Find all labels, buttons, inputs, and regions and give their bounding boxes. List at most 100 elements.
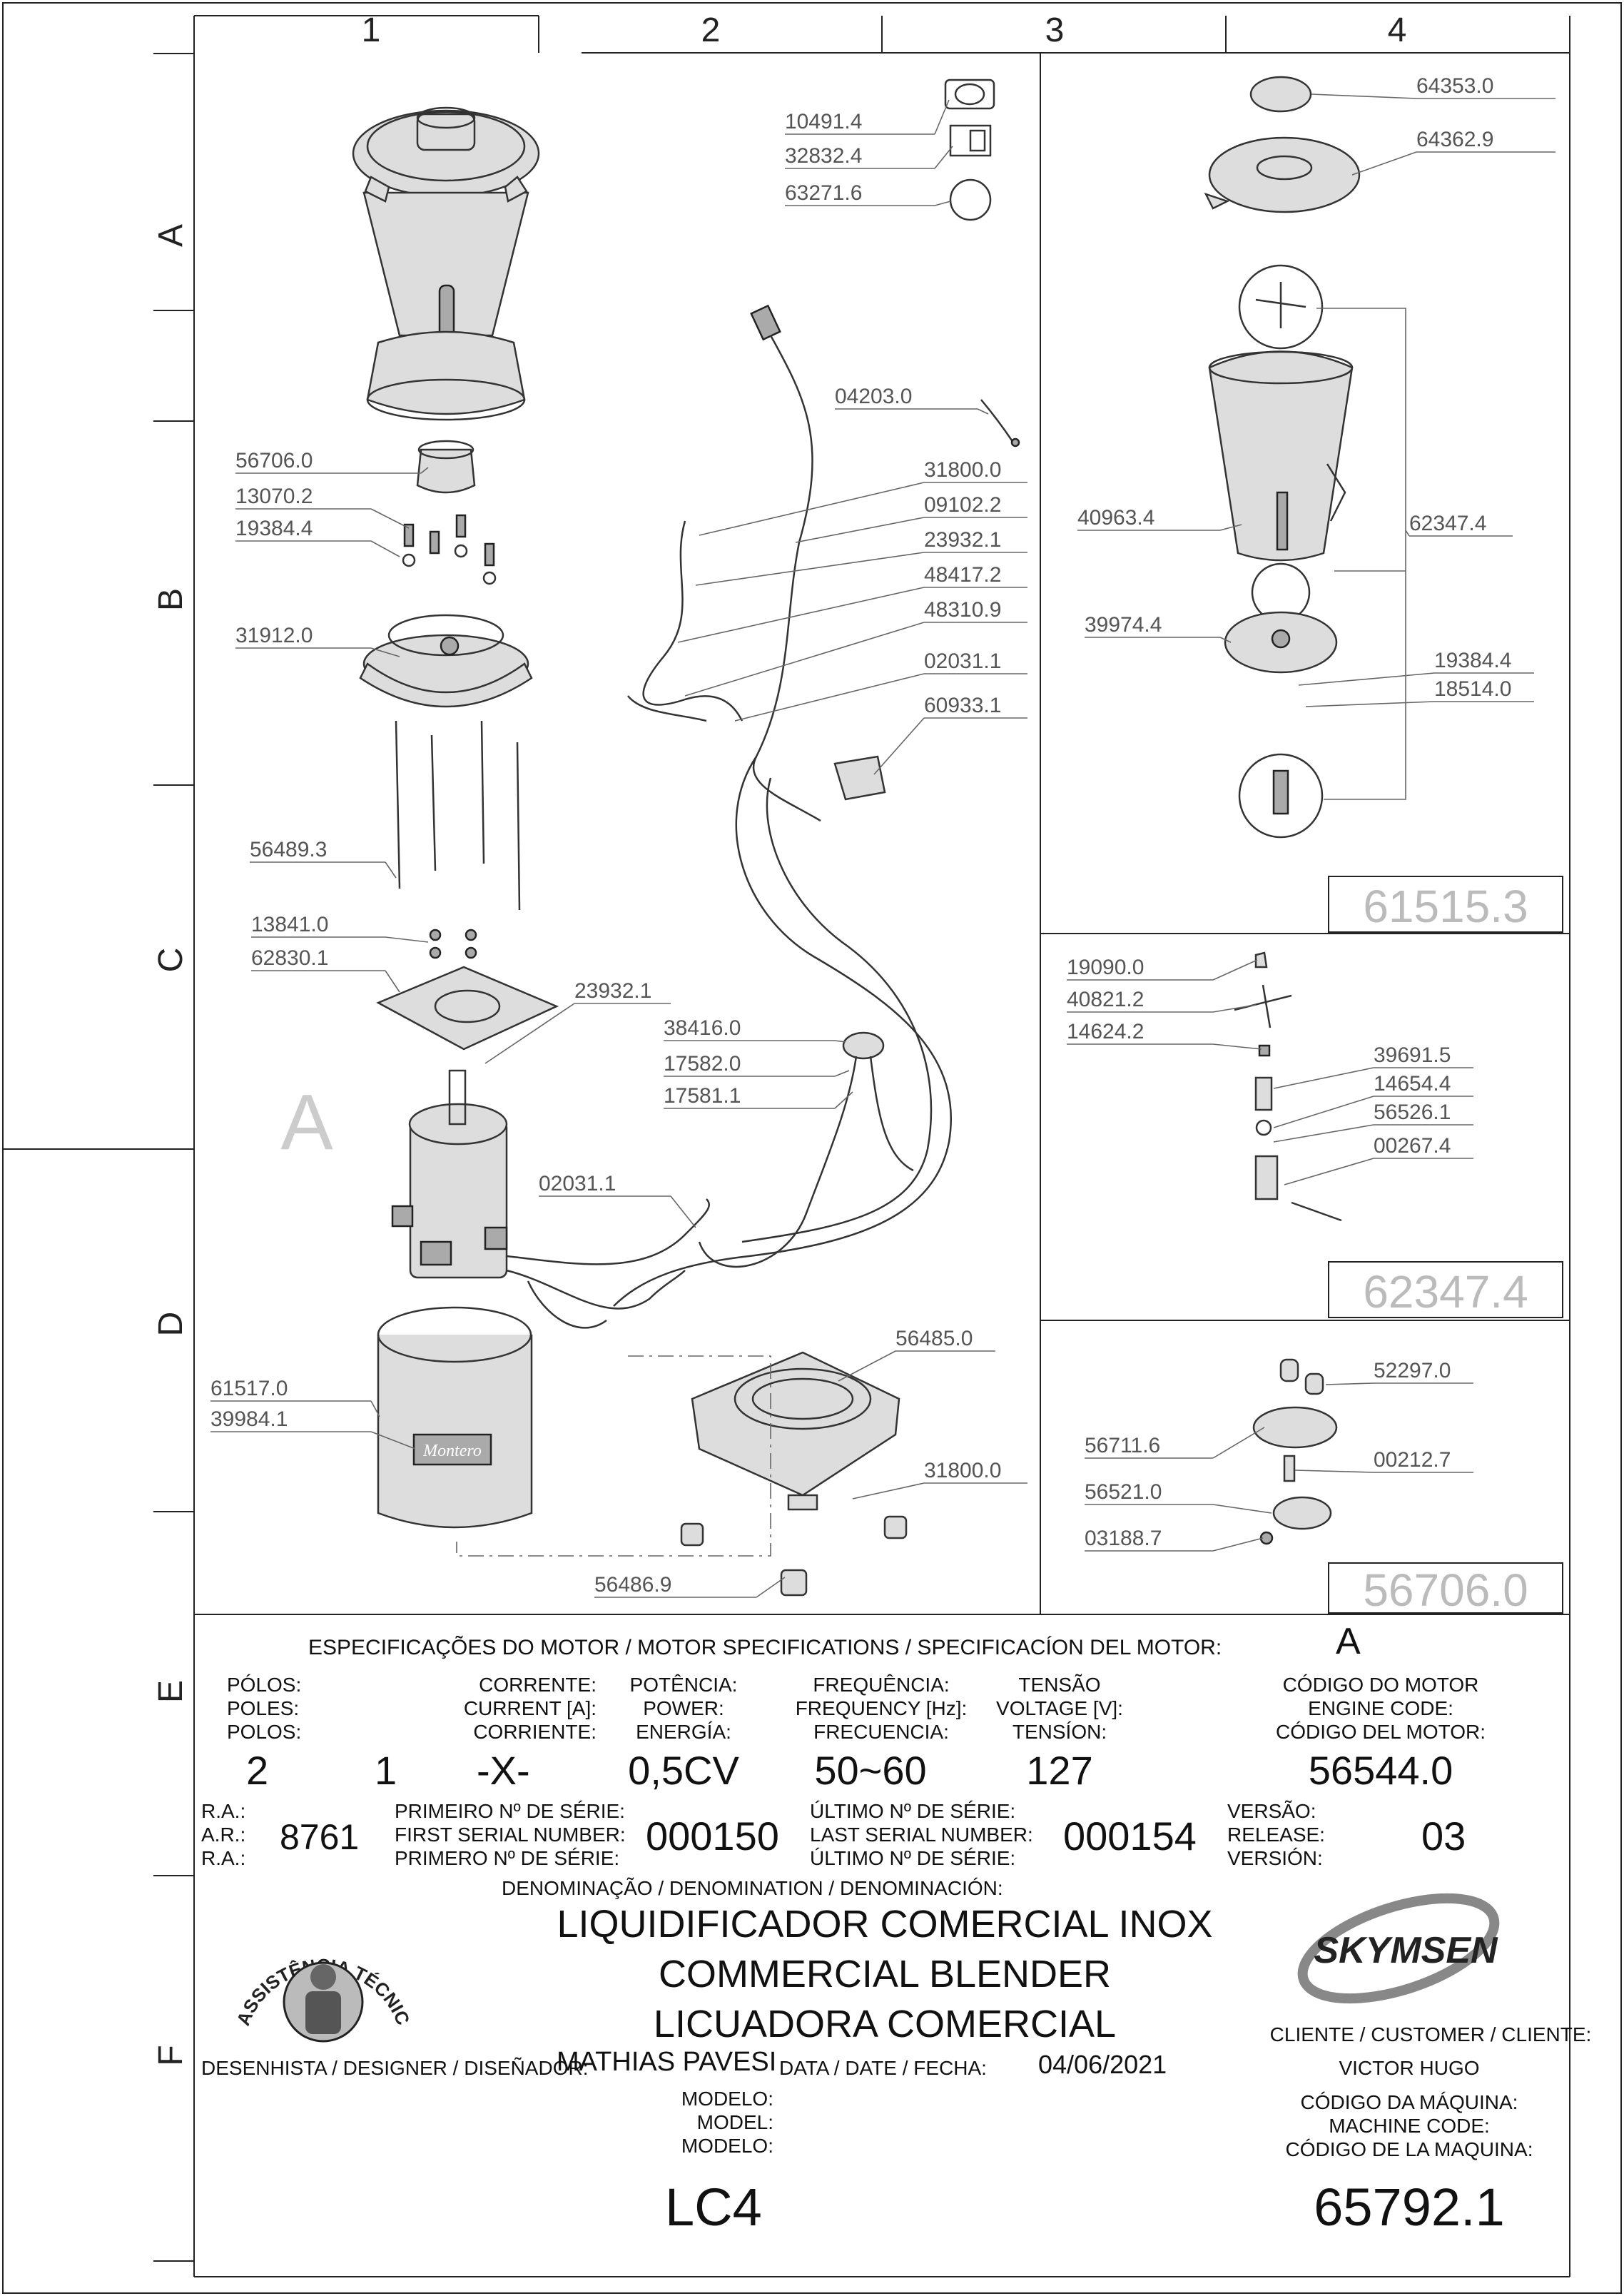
ra-label-3: R.A.: [201,1847,246,1869]
designer-name: MATHIAS PAVESI [557,2047,777,2077]
callout-leader-line [1298,672,1534,686]
callout-leader-line [484,1003,671,1064]
callout-leader-line [1284,1158,1473,1185]
date-value: 04/06/2021 [1038,2050,1167,2079]
part-callout-label: 39984.1 [210,1407,288,1431]
last-serial-value: 000154 [1063,1814,1197,1858]
voltage-label-pt: TENSÃO [1018,1674,1101,1696]
callout-leader-line [1085,637,1232,643]
part-callout-label: 17581.1 [664,1084,741,1108]
current-label-pt: CORRENTE: [479,1674,597,1696]
current-label-en: CURRENT [A]: [463,1697,597,1719]
ra-label-2: A.R.: [201,1824,246,1846]
callout-leader-line [1067,959,1258,981]
callout-leader-line [1294,1470,1473,1473]
part-callout-label: 32832.4 [785,144,862,168]
part-callout-label: 31800.0 [924,1459,1001,1482]
callout-leader-line [838,1350,995,1382]
column-label-2: 2 [701,11,721,49]
row-label-C: C [152,948,190,973]
frequency-label-pt: FREQUÊNCIA: [813,1674,950,1696]
callout-leader-line [695,552,1027,586]
motor-cover-illustration: Montero [377,1306,533,1529]
callout-leader-line [1273,1067,1473,1089]
part-callout-label: 23932.1 [574,979,651,1003]
column-label-1: 1 [362,11,381,49]
motor-wiring-illustration [506,1198,710,1329]
dash-dot-link [456,1355,771,1557]
frequency-label-es: FRECUENCIA: [813,1721,949,1743]
callout-leader-line [1085,1427,1265,1459]
poles-label-es: POLOS: [227,1721,302,1743]
part-callout-label: 56485.0 [895,1327,973,1350]
part-callout-label: 39691.5 [1374,1043,1451,1067]
callout-layer: 10491.432832.463271.604203.031800.009102… [210,74,1556,1598]
part-callout-label: 38416.0 [664,1016,741,1040]
callout-leader-line [664,1070,850,1077]
product-name-en: COMMERCIAL BLENDER [658,1953,1112,1996]
version-value: 03 [1421,1814,1466,1858]
mounting-plate-illustration [376,929,559,1051]
last-serial-label-pt: ÚLTIMO Nº DE SÉRIE: [810,1800,1016,1822]
callout-leader-line [873,717,1027,775]
callout-leader-line [235,540,400,557]
frequency-label-en: FREQUENCY [Hz]: [795,1697,968,1719]
subassembly-code-2: 62347.4 [1363,1266,1528,1318]
last-serial-label-en: LAST SERIAL NUMBER: [810,1824,1033,1846]
subassembly-code-3: 56706.0 [1363,1564,1528,1616]
part-callout-label: 18514.0 [1434,677,1511,701]
part-callout-label: 23932.1 [924,528,1001,552]
part-callout-label: 56521.0 [1085,1480,1162,1504]
part-callout-label: 62830.1 [251,946,328,970]
version-label-es: VERSIÓN: [1227,1847,1323,1869]
bracket-leader [1316,308,1406,800]
switch-illustration [698,1031,914,1268]
row-label-B: B [152,588,190,611]
date-label: DATA / DATE / FECHA: [779,2057,987,2079]
power-label-pt: POTÊNCIA: [629,1674,738,1696]
designer-label: DESENHISTA / DESIGNER / DISEÑADOR: [201,2057,589,2079]
motor-code-label-en: ENGINE CODE: [1308,1697,1453,1719]
part-callout-label: 10491.4 [785,110,862,133]
callout-leader-line [664,1040,846,1043]
version-label-en: RELEASE: [1227,1824,1325,1846]
callout-leader-line [1273,1124,1473,1143]
callout-leader-line [1305,701,1534,707]
column-label-4: 4 [1388,11,1407,49]
voltage-value: 127 [1026,1748,1093,1793]
poles-label-en: POLES: [227,1697,300,1719]
motor-code-label-pt: CÓDIGO DO MOTOR [1282,1674,1479,1696]
row-label-E: E [152,1680,190,1703]
brand-badge: Montero [422,1442,482,1460]
part-callout-label: 19384.4 [1434,649,1511,672]
motor-spec-letter: A [1336,1621,1361,1662]
power-label-en: POWER: [643,1697,724,1719]
motor-assembly-letter: A [280,1078,333,1166]
machine-code-label-es: CÓDIGO DE LA MAQUINA: [1285,2138,1533,2160]
first-serial-label-es: PRIMERO Nº DE SÉRIE: [395,1847,620,1869]
callout-leader-line [251,936,429,943]
authorized-service-seal: ASSISTÊNCIA TÉCNICA AUTORIZADA [220,1881,420,2063]
base-housing-illustration [359,614,533,708]
tie-rods-illustration [395,720,521,911]
part-callout-label: 00267.4 [1374,1134,1451,1158]
machine-code-value: 65792.1 [1314,2178,1505,2237]
part-callout-label: 04203.0 [835,385,912,408]
poles-value: 2 [246,1748,269,1793]
customer-label: CLIENTE / CUSTOMER / CLIENTE: [1269,2023,1592,2045]
first-serial-label-en: FIRST SERIAL NUMBER: [395,1824,626,1846]
motor-illustration [391,1069,508,1279]
part-callout-label: 64353.0 [1416,74,1493,98]
part-callout-label: 14624.2 [1067,1020,1144,1043]
customer-value: VICTOR HUGO [1339,2057,1480,2079]
power-cord-illustration [613,304,1020,1307]
part-callout-label: 39974.4 [1085,613,1162,637]
first-serial-value: 000150 [646,1814,779,1858]
model-label-pt: MODELO: [681,2088,773,2110]
part-callout-label: 48417.2 [924,563,1001,587]
subassembly-code-1: 61515.3 [1363,881,1528,932]
callout-leader-line [835,408,989,415]
part-callout-label: 56706.0 [235,449,313,472]
